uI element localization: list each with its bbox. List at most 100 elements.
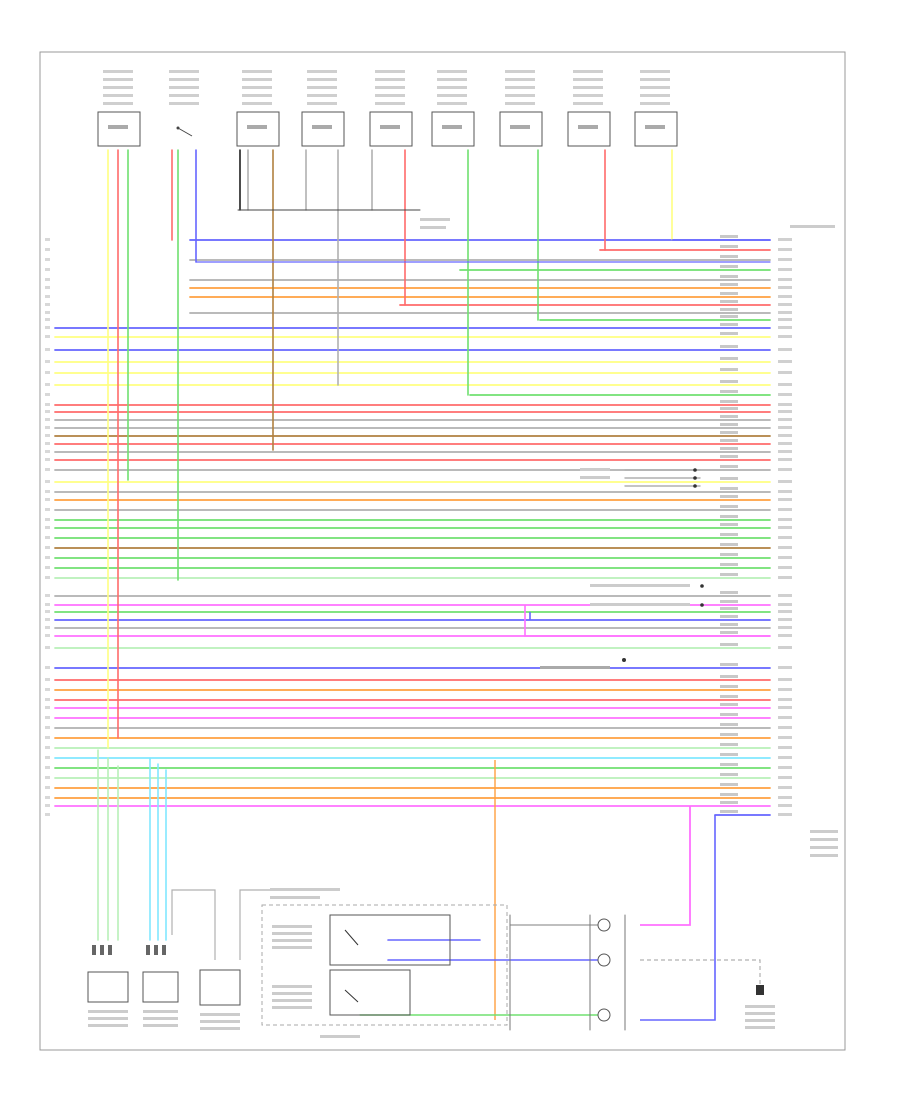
connector-pin-label xyxy=(778,786,792,789)
row-note xyxy=(590,603,690,606)
component-label-line xyxy=(640,70,670,73)
left-pin-number xyxy=(45,410,50,413)
component-label-line xyxy=(169,94,199,97)
left-pin-number xyxy=(45,311,50,314)
wire-color-label xyxy=(720,431,738,434)
component-label-line xyxy=(375,78,405,81)
connector-pin-label xyxy=(778,318,792,321)
switch-feed-wire xyxy=(171,889,216,960)
connector-note xyxy=(810,830,838,833)
wire-color-label xyxy=(720,300,738,303)
diagram-border xyxy=(39,51,846,1051)
module-label xyxy=(320,1035,360,1038)
ground-label xyxy=(745,1019,775,1022)
connector-pin-label xyxy=(778,576,792,579)
connector-pin-label xyxy=(778,360,792,363)
left-pin-number xyxy=(45,566,50,569)
connector-pin-label xyxy=(778,383,792,386)
switch-feed-wire xyxy=(239,889,270,960)
wire-color-label xyxy=(720,623,738,626)
pink-jog-wire xyxy=(524,605,770,637)
left-pin-number xyxy=(45,335,50,338)
wire-color-label xyxy=(720,695,738,698)
component-label-line xyxy=(375,70,405,73)
relay-module-outline xyxy=(261,904,508,1026)
wire-color-label xyxy=(720,753,738,756)
wire-color-label xyxy=(720,465,738,468)
connector-pin-label xyxy=(778,371,792,374)
component-label-line xyxy=(242,78,272,81)
connector-pin-label xyxy=(778,766,792,769)
left-pin-number xyxy=(45,526,50,529)
connector-pin xyxy=(108,945,112,955)
wire-color-label xyxy=(720,439,738,442)
junction-dot xyxy=(693,484,697,488)
wire-color-label xyxy=(720,685,738,688)
row-note-dot xyxy=(700,603,704,607)
left-pin-number xyxy=(45,546,50,549)
component-label-line xyxy=(573,102,603,105)
connector-pin-label xyxy=(778,546,792,549)
wire-color-label xyxy=(720,703,738,706)
connector-pin-label xyxy=(778,403,792,406)
connector-pin-label xyxy=(778,508,792,511)
switch-contact xyxy=(176,126,180,130)
wire-color-label xyxy=(720,675,738,678)
connector-pin-label xyxy=(778,746,792,749)
wire-color-label xyxy=(720,573,738,576)
junction-label xyxy=(580,476,610,479)
left-pin-number xyxy=(45,458,50,461)
wire-color-label xyxy=(720,235,738,238)
connector-pin-label xyxy=(778,646,792,649)
connector-pin-label xyxy=(778,326,792,329)
left-pin-number xyxy=(45,303,50,306)
left-pin-number xyxy=(45,318,50,321)
component-label-line xyxy=(375,86,405,89)
component-label-line xyxy=(640,94,670,97)
bottom-component-label xyxy=(88,1010,128,1013)
left-pin-number xyxy=(45,426,50,429)
wire-color-label xyxy=(720,415,738,418)
component-box-inner xyxy=(380,125,400,129)
junction-dot xyxy=(693,468,697,472)
component-label-line xyxy=(505,86,535,89)
left-pin-number xyxy=(45,804,50,807)
component-label-line xyxy=(242,94,272,97)
relay-label xyxy=(272,999,312,1002)
junction-dot xyxy=(693,476,697,480)
left-pin-number xyxy=(45,678,50,681)
wire-color-label xyxy=(720,357,738,360)
connector-pin xyxy=(146,945,150,955)
bottom-component-box xyxy=(199,969,241,1006)
connector-note xyxy=(810,854,838,857)
left-pin-number xyxy=(45,442,50,445)
left-pin-number xyxy=(45,618,50,621)
row-note xyxy=(540,666,610,669)
left-pin-number xyxy=(45,450,50,453)
component-label-line xyxy=(307,86,337,89)
left-pin-number xyxy=(45,646,50,649)
component-box-inner xyxy=(108,125,128,129)
left-pin-number xyxy=(45,348,50,351)
connector-pin-label xyxy=(778,726,792,729)
left-pin-number xyxy=(45,576,50,579)
label-layer xyxy=(45,70,838,1038)
component-label-line xyxy=(640,78,670,81)
wire-color-label xyxy=(720,515,738,518)
component-label-line xyxy=(505,102,535,105)
wire-color-label xyxy=(720,505,738,508)
bottom-component-box xyxy=(142,971,179,1003)
component-label-line xyxy=(505,78,535,81)
component-label-line xyxy=(573,70,603,73)
blue-drop-wire xyxy=(640,815,716,1021)
left-pin-number xyxy=(45,796,50,799)
component-label-line xyxy=(375,94,405,97)
connector-pin-label xyxy=(778,594,792,597)
wire-color-label xyxy=(720,255,738,258)
connector-pin-label xyxy=(778,556,792,559)
left-pin-number xyxy=(45,248,50,251)
wire-color-label xyxy=(720,763,738,766)
left-pin-number xyxy=(45,706,50,709)
connector-pin-label xyxy=(778,776,792,779)
